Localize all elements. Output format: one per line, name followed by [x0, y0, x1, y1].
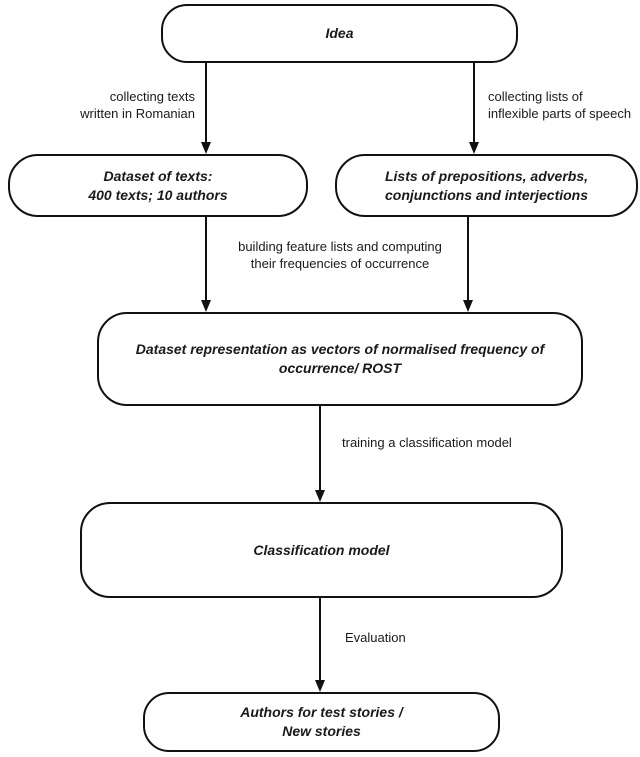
- edge-label-training: training a classification model: [342, 434, 512, 451]
- node-lists-line1: Lists of prepositions, adverbs,: [384, 167, 589, 184]
- node-representation-line2: occurrence/ ROST: [278, 360, 402, 376]
- arrow-idea-to-dataset: [200, 63, 212, 154]
- edge-label-collecting-texts: collecting texts written in Romanian: [20, 88, 195, 122]
- arrow-shaft: [472, 63, 476, 142]
- node-lists-line2: conjunctions and interjections: [384, 186, 589, 203]
- node-result-line2: New stories: [282, 723, 361, 739]
- node-model-label: Classification model: [253, 541, 390, 558]
- node-idea-label: Idea: [325, 25, 354, 41]
- arrowhead-down-icon: [315, 490, 325, 502]
- arrow-representation-to-model: [314, 406, 326, 502]
- node-authors-result: Authors for test stories / New stories: [143, 692, 500, 752]
- arrow-idea-to-lists: [468, 63, 480, 154]
- edge-label-collecting-lists: collecting lists of inflexible parts of …: [488, 88, 640, 122]
- arrowhead-down-icon: [469, 142, 479, 154]
- edge-label-line: Evaluation: [345, 630, 406, 645]
- edge-label-line: building feature lists and computing: [238, 239, 442, 254]
- arrowhead-down-icon: [201, 142, 211, 154]
- node-dataset-of-texts: Dataset of texts: 400 texts; 10 authors: [8, 154, 308, 217]
- arrow-shaft: [318, 406, 322, 490]
- node-idea: Idea: [161, 4, 518, 63]
- edge-label-line: their frequencies of occurrence: [250, 256, 430, 271]
- node-representation-line1: Dataset representation as vectors of nor…: [135, 341, 545, 357]
- arrowhead-down-icon: [315, 680, 325, 692]
- edge-label-line: inflexible parts of speech: [488, 106, 632, 121]
- arrow-shaft: [204, 63, 208, 142]
- arrow-model-to-result: [314, 598, 326, 692]
- arrow-dataset-to-representation: [200, 217, 212, 312]
- arrow-lists-to-representation: [462, 217, 474, 312]
- arrow-shaft: [318, 598, 322, 680]
- edge-label-building-features: building feature lists and computing the…: [212, 238, 468, 272]
- node-dataset-line1: Dataset of texts:: [103, 167, 213, 184]
- edge-label-line: training a classification model: [342, 435, 512, 450]
- node-lists-of-parts-of-speech: Lists of prepositions, adverbs, conjunct…: [335, 154, 638, 217]
- edge-label-line: written in Romanian: [80, 106, 195, 121]
- node-classification-model: Classification model: [80, 502, 563, 598]
- node-dataset-line2: 400 texts; 10 authors: [88, 186, 228, 203]
- arrowhead-down-icon: [463, 300, 473, 312]
- arrow-shaft: [204, 217, 208, 300]
- arrow-shaft: [466, 217, 470, 300]
- node-result-line1: Authors for test stories /: [240, 704, 403, 720]
- edge-label-line: collecting texts: [109, 89, 195, 104]
- arrowhead-down-icon: [201, 300, 211, 312]
- edge-label-line: collecting lists of: [488, 89, 583, 104]
- node-dataset-representation: Dataset representation as vectors of nor…: [97, 312, 583, 406]
- edge-label-evaluation: Evaluation: [345, 629, 406, 646]
